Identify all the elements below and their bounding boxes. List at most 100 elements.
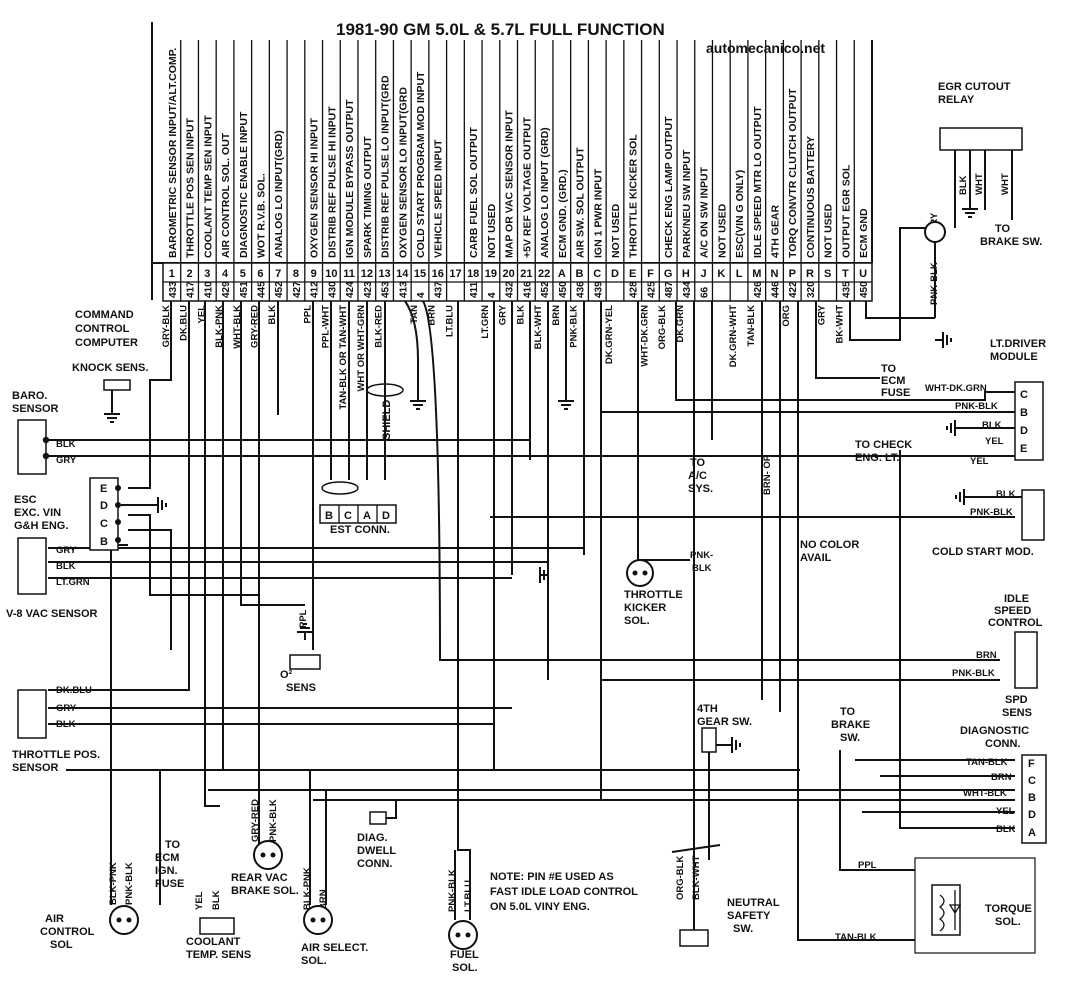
pin-circuit-number: 433 — [168, 281, 179, 298]
pin-number: 22 — [538, 268, 550, 280]
fuel-wire-pnkblk: PNK-BLK — [447, 869, 458, 912]
ground-symbol — [558, 395, 574, 410]
wire-color-label: BRN — [551, 305, 562, 326]
ground-symbol — [716, 737, 741, 753]
wire-color-label: BK-WHT — [834, 305, 845, 344]
idle-speed-control — [1014, 631, 1038, 689]
kicker-label-2: KICKER — [624, 602, 666, 614]
ground-symbol — [955, 489, 1022, 505]
ground-symbol — [539, 567, 549, 583]
pin-circuit-number: 4 — [416, 292, 427, 298]
pin-function-label: WOT R.V.B. SOL. — [255, 173, 267, 258]
egr-relay — [924, 127, 1023, 318]
ground-symbol — [104, 410, 120, 423]
tps-label-1: THROTTLE POS. — [12, 749, 100, 761]
shield-label: SHIELD — [381, 400, 393, 440]
esc-pin-d: D — [100, 500, 108, 512]
air-ctrl-label-3: SOL — [50, 939, 73, 951]
egr-wire-blk: BLK — [958, 175, 969, 195]
pin-number: 21 — [520, 268, 532, 280]
pin-function-label: DISTRIB REF PULSE HI INPUT — [326, 106, 338, 258]
wire-color-label: DK.GRN-WHT — [728, 305, 739, 367]
pin-number: N — [771, 268, 779, 280]
pin-function-label: ECM GND — [858, 208, 870, 258]
brn-or-wire: BRN- OR — [762, 454, 773, 495]
pin-function-label: ANALOG LO INPUT (GRD) — [539, 127, 551, 258]
ac-sys-label-3: SYS. — [688, 483, 713, 495]
knock-sensor-label: KNOCK SENS. — [72, 362, 148, 374]
egr-relay-label-2: RELAY — [938, 94, 975, 106]
pin-function-label: IDLE SPEED MTR LO OUTPUT — [752, 106, 764, 258]
pin-circuit-number: 445 — [256, 281, 267, 298]
pin-function-label: COOLANT TEMP SEN INPUT — [202, 115, 214, 258]
pin-function-label: +5V REF VOLTAGE OUTPUT — [521, 116, 533, 258]
pin-number: G — [664, 268, 673, 280]
pin-number: 13 — [378, 268, 390, 280]
diag-pin-b: B — [1028, 792, 1036, 804]
ltd-pin-c: C — [1020, 389, 1028, 401]
diag-dwell-label-3: CONN. — [357, 858, 392, 870]
wire-color-label: BLK-PNK — [214, 305, 225, 348]
cold-start-label: COLD START MOD. — [932, 546, 1034, 558]
esc-label-2: EXC. VIN — [14, 507, 61, 519]
neutral-wire-orgblk: ORG-BLK — [675, 856, 686, 900]
pin-number: 19 — [485, 268, 497, 280]
vac-wire-gry: GRY — [56, 545, 77, 556]
ecm-fuse-label-3: FUSE — [881, 387, 910, 399]
wire-color-label: ORG — [781, 305, 792, 327]
kicker-label-1: THROTTLE — [624, 589, 683, 601]
wire-color-label: BLK — [515, 305, 526, 325]
pin-number: D — [611, 268, 619, 280]
spd-sens-label-2: SENS — [1002, 707, 1032, 719]
pin-number: A — [558, 268, 566, 280]
pin-number: R — [806, 268, 814, 280]
pin-number: 15 — [414, 268, 426, 280]
fourth-gear-switch — [701, 727, 717, 753]
pin-circuit-number: 450 — [859, 281, 870, 298]
egr-wire-wht: WHT — [974, 173, 985, 195]
ecm-label-3: COMPUTER — [75, 337, 138, 349]
diag-pin-f: F — [1028, 758, 1035, 770]
brake-sw-top-label-2: BRAKE SW. — [980, 236, 1042, 248]
ac-sys-label-1: TO — [690, 457, 706, 469]
wire-color-label: PPL-WHT — [320, 305, 331, 348]
wire-color-label: GRY-BLK — [161, 305, 172, 348]
pin-circuit-number: 430 — [327, 281, 338, 298]
wire-color-label: BLK-WHT — [533, 305, 544, 350]
esc-label-1: ESC — [14, 494, 37, 506]
esc-pin-c: C — [100, 518, 108, 530]
baro-sensor — [17, 419, 50, 475]
fuel-wire-ltblu: LT.BLU — [463, 880, 474, 912]
diag-conn-label-2: CONN. — [985, 738, 1020, 750]
throttle-kicker — [626, 559, 654, 587]
pin-circuit-number: 412 — [310, 281, 321, 298]
coolant-wire-yel: YEL — [194, 891, 205, 910]
pin-number: 6 — [257, 268, 263, 280]
ground-symbol — [935, 332, 952, 348]
wire-color-label: WHT-DK.GRN — [639, 305, 650, 367]
pin-circuit-number: 4 — [487, 292, 498, 298]
rearvac-wire-gryred: GRY-RED — [250, 799, 261, 842]
egr-relay-label-1: EGR CUTOUT — [938, 81, 1011, 93]
est-pin-b: B — [325, 510, 333, 522]
ecm-fuse-label-2: ECM — [881, 375, 905, 387]
ecm-label: COMMAND CONTROL COMPUTER — [75, 309, 138, 349]
vac-wire-ltgrn: LT.GRN — [56, 577, 90, 588]
pin-function-label: CARB FUEL SOL OUTPUT — [468, 127, 480, 258]
cold-wire-pnkblk: PNK-BLK — [970, 507, 1013, 518]
ltd-wire-pnkblk: PNK-BLK — [955, 401, 998, 412]
diagram-title: 1981-90 GM 5.0L & 5.7L FULL FUNCTION — [336, 20, 665, 39]
ltd-wire-blk: BLK — [982, 420, 1002, 431]
torque-sol-label-1: TORQUE — [985, 903, 1032, 915]
wire-color-label: PPL — [303, 305, 314, 324]
wire-paths — [48, 227, 1015, 941]
kicker-label-3: SOL. — [624, 615, 650, 627]
pin-circuit-number: 435 — [841, 281, 852, 298]
pin-number: 11 — [343, 268, 355, 280]
vac-sensor — [17, 537, 47, 595]
wire-color-label: BLK — [267, 305, 278, 325]
air-ctrl-wire-2: PNK-BLK — [124, 862, 135, 905]
wire-color-label: GRY — [817, 304, 828, 325]
pin-number: F — [647, 268, 654, 280]
